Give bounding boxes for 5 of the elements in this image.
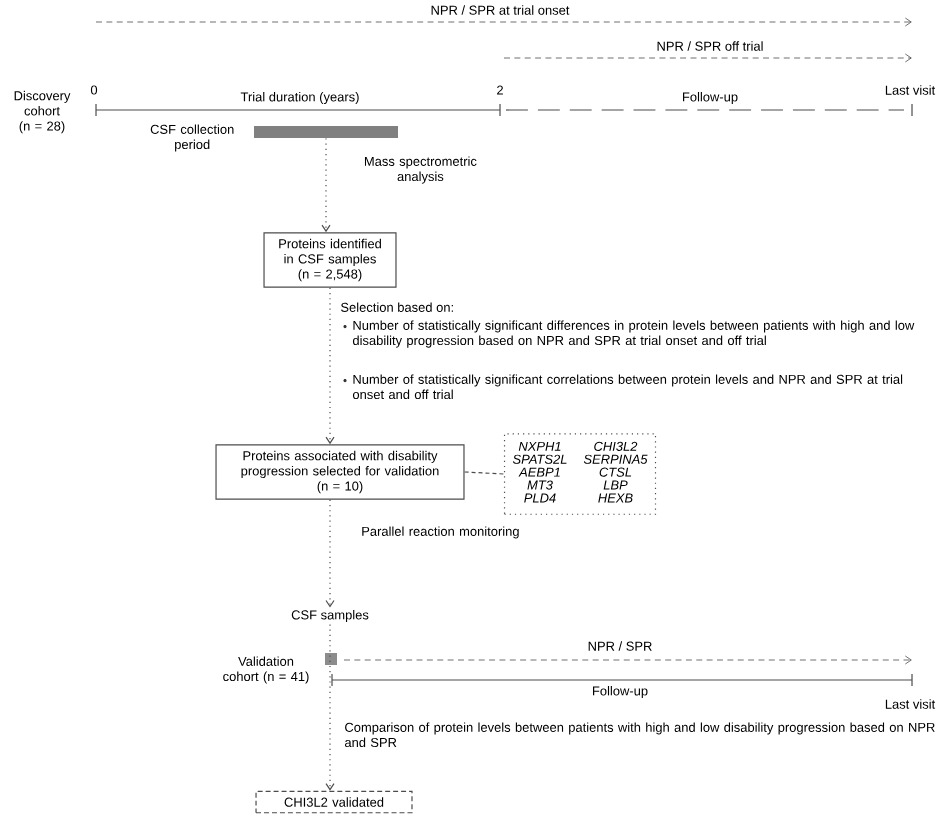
arrow [321,137,331,233]
arrow [325,499,335,608]
collection-bar [254,126,398,138]
arrow [325,623,335,791]
arrow [325,287,335,445]
